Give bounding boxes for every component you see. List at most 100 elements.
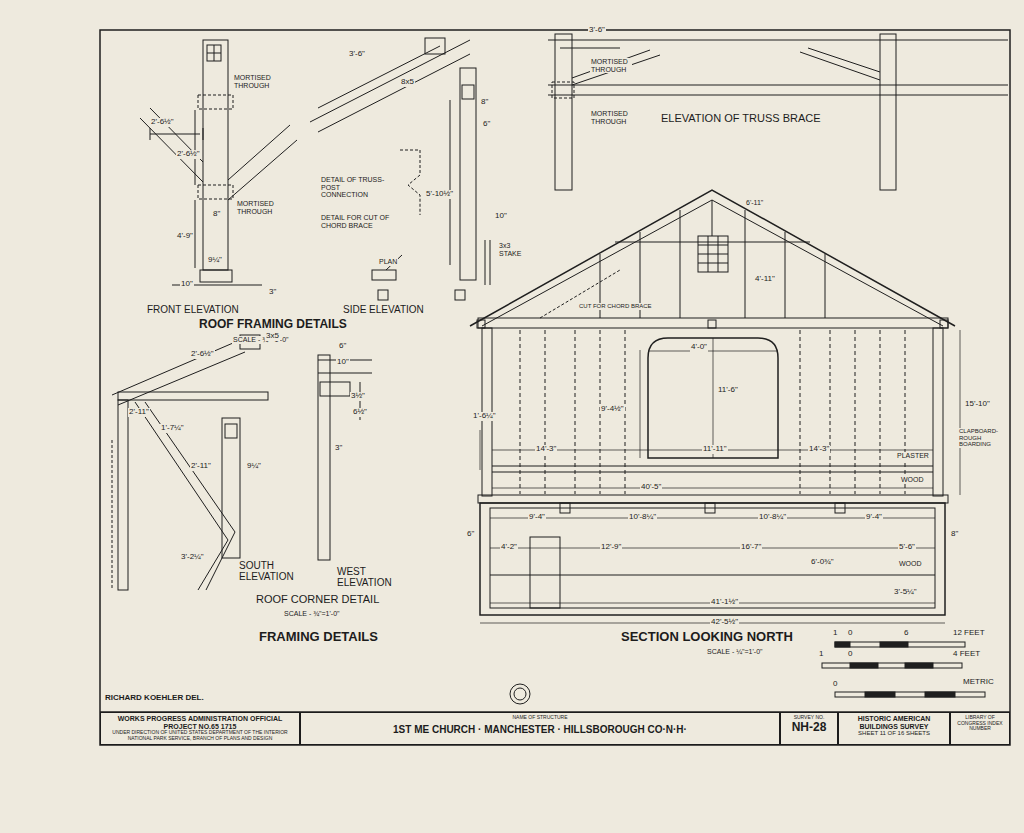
dimension-label: 11'-11" <box>702 445 728 454</box>
view-heading: SIDE ELEVATION <box>342 304 425 315</box>
drawing-line <box>372 270 396 280</box>
dimension-label: 0 <box>847 650 853 659</box>
drawing-line <box>490 240 491 285</box>
drawing-line <box>520 330 905 494</box>
drawing-line <box>800 330 801 494</box>
dimension-label: SCALE - ¾"=1'-0" <box>283 610 341 618</box>
dimension-label: 3x5 <box>265 332 280 341</box>
dimension-label: 10" <box>494 212 508 221</box>
dimension-label: RICHARD KOEHLER DEL. <box>104 694 205 703</box>
drawing-line <box>708 320 716 328</box>
drawing-line <box>560 48 620 49</box>
dimension-label: CLAPBOARD- ROUGH BOARDING <box>958 428 1008 448</box>
dimension-label: 5'-10½" <box>425 190 454 199</box>
dimension-label: 3'-5¼" <box>893 588 918 597</box>
dimension-label: 10" <box>336 358 350 367</box>
view-heading: ROOF CORNER DETAIL <box>255 593 380 605</box>
dimension-label: 14'-3" <box>808 445 830 454</box>
title-block-cell: WORKS PROGRESS ADMINISTRATION OFFICIAL P… <box>100 712 300 745</box>
drawing-line <box>400 150 420 215</box>
drawing-line <box>698 236 728 272</box>
drawing-line <box>905 330 906 494</box>
drawing-line <box>548 40 1008 41</box>
view-heading: FRAMING DETAILS <box>258 630 379 644</box>
drawing-line <box>118 352 245 405</box>
dimension-label: 0 <box>832 680 838 689</box>
dimension-label: 8x5 <box>400 78 415 87</box>
dimension-label: DETAIL OF TRUSS-POST CONNECTION <box>320 176 388 199</box>
drawing-line <box>865 692 895 697</box>
dimension-label: 4 FEET <box>952 650 981 659</box>
drawing-line <box>850 663 878 668</box>
dimension-label: 12'-9" <box>600 543 622 552</box>
dimension-label: MORTISED THROUGH <box>236 200 278 215</box>
drawing-line <box>698 263 728 264</box>
dimension-label: MORTISED THROUGH <box>590 58 632 73</box>
dimension-label: 9'-4" <box>865 513 883 522</box>
dimension-label: 6 <box>903 629 909 638</box>
dimension-label: 9¼" <box>207 256 223 265</box>
drawing-line <box>835 642 850 647</box>
drawing-line <box>214 45 215 61</box>
drawing-line <box>615 242 810 243</box>
title-block-text: SHEET 11 OF 16 SHEETS <box>842 730 946 737</box>
drawing-line <box>712 200 713 236</box>
drawing-line <box>225 424 237 438</box>
drawing-line <box>145 402 235 532</box>
drawing-line <box>462 85 474 99</box>
drawing-line <box>545 330 546 494</box>
drawing-line <box>835 642 965 647</box>
drawing-line <box>198 185 233 199</box>
drawing-line <box>640 350 641 458</box>
drawing-line <box>745 210 746 318</box>
dimension-label: 8" <box>950 530 959 539</box>
drawing-line <box>540 270 620 318</box>
drawing-line <box>320 382 350 396</box>
dimension-label: 10'-8¼" <box>628 513 657 522</box>
structure-name: 1ST ME CHURCH · MANCHESTER · HILLSBOROUG… <box>304 724 776 735</box>
drawing-line <box>150 134 200 135</box>
dimension-label: 2'-6½" <box>176 150 201 159</box>
drawing-line <box>310 40 470 122</box>
title-block-text: WORKS PROGRESS ADMINISTRATION OFFICIAL P… <box>104 715 296 730</box>
dimension-label: 8" <box>480 98 489 107</box>
drawing-line <box>100 30 1010 745</box>
drawing-line <box>855 330 856 494</box>
dimension-label: 1 <box>818 650 824 659</box>
drawing-line <box>478 495 948 503</box>
drawing-line <box>318 373 372 374</box>
title-block-cell: SURVEY NO.NH-28 <box>780 712 838 745</box>
drawing-line <box>575 330 576 494</box>
dimension-label: 6½" <box>352 408 368 417</box>
drawing-line <box>648 351 778 352</box>
drawing-line <box>880 330 881 494</box>
drawing-line <box>195 110 196 185</box>
dimension-label: 3" <box>334 444 343 453</box>
drawing-line <box>480 430 481 470</box>
title-block-cell: HISTORIC AMERICAN BUILDINGS SURVEYSHEET … <box>838 712 950 745</box>
dimension-label: 10'-8¼" <box>758 513 787 522</box>
drawing-line <box>318 54 470 132</box>
title-block-text: NAME OF STRUCTURE <box>304 715 776 721</box>
dimension-label: 1'-7¼" <box>160 424 185 433</box>
title-block-text: UNDER DIRECTION OF UNITED STATES DEPARTM… <box>104 730 296 741</box>
drawing-line <box>905 663 933 668</box>
drawing-line <box>477 320 485 328</box>
drawing-line <box>378 290 388 300</box>
title-block-text: NH-28 <box>784 721 834 734</box>
dimension-label: 14'-3" <box>535 445 557 454</box>
drawing-line <box>480 503 945 615</box>
title-block-cell: LIBRARY OF CONGRESS INDEX NUMBER <box>950 712 1010 745</box>
drawing-line <box>450 100 451 265</box>
dimension-label: 2'-6½" <box>150 118 175 127</box>
drawing-line <box>548 95 1008 96</box>
dimension-label: SCALE - ¼"=1'-0" <box>706 648 764 656</box>
dimension-label: 3'-6" <box>348 50 366 59</box>
drawing-line <box>198 540 228 590</box>
drawing-line <box>514 688 526 700</box>
dimension-label: MORTISED THROUGH <box>590 110 632 125</box>
dimension-label: 4'-0" <box>690 343 708 352</box>
drawing-line <box>560 503 570 513</box>
drawing-line <box>203 40 228 270</box>
drawing-line <box>520 330 521 494</box>
